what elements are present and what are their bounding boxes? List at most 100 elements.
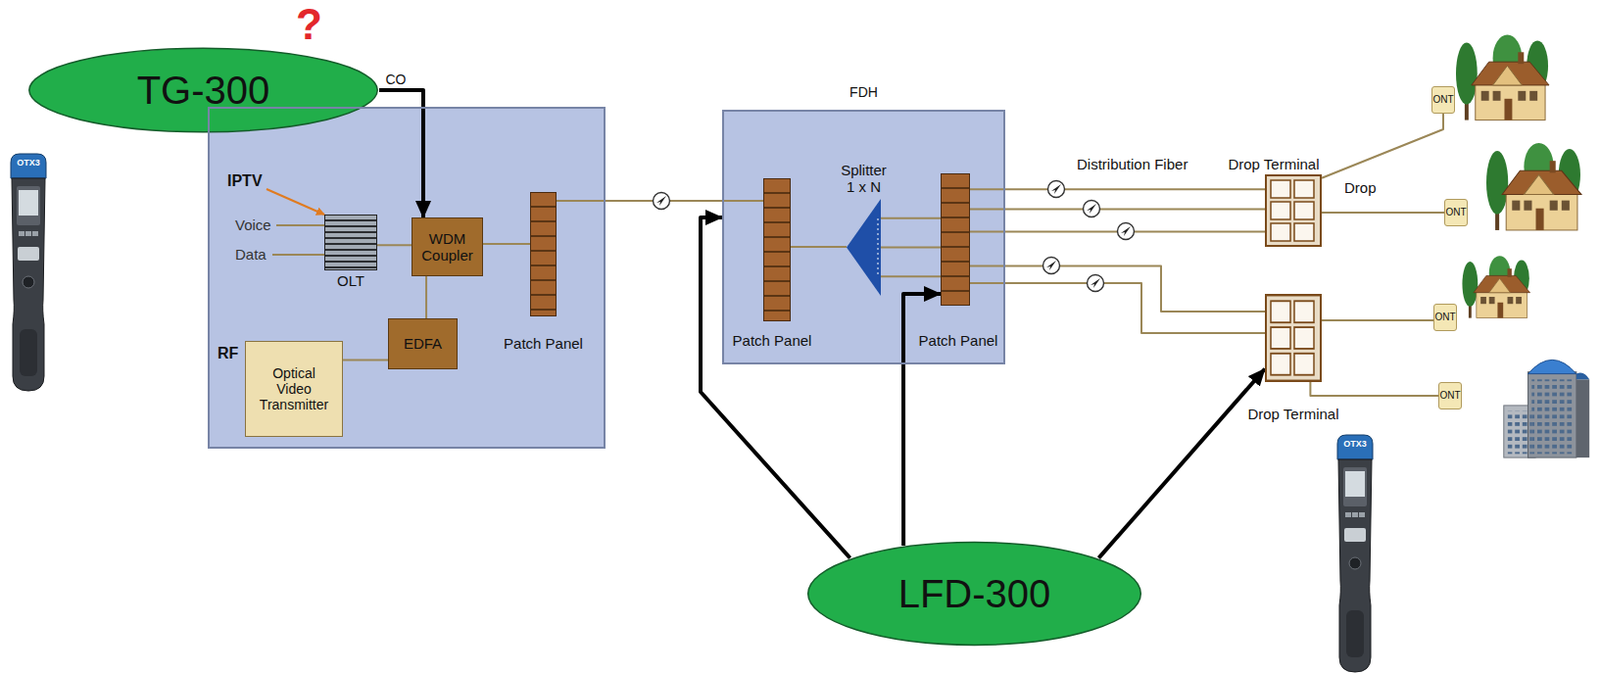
fiber-line (790, 245, 847, 248)
illustration-part (1294, 327, 1314, 349)
fiber-line (1309, 382, 1439, 396)
house-icon (1486, 143, 1582, 231)
ont-box: ONT (1431, 86, 1455, 114)
panel-fill (722, 109, 1006, 365)
node-label: EDFA (403, 335, 442, 352)
fiber-line (425, 276, 428, 319)
splitter-shape (846, 198, 881, 296)
illustration-part (1270, 327, 1291, 349)
node-label: ONT (1445, 206, 1466, 219)
iptv-arrow (266, 189, 325, 215)
fiber-line (880, 246, 941, 249)
signal-label: IPTV (227, 172, 263, 191)
handheld-tester (1337, 435, 1373, 673)
fiber-line (342, 359, 388, 362)
illustration-part (1270, 353, 1291, 376)
signal-label: Voice (235, 216, 272, 234)
drop-label: Drop (1344, 179, 1377, 196)
wdm-coupler-box: WDM Coupler (411, 217, 484, 277)
panel-fill (207, 106, 606, 449)
video-transmitter-box: Optical Video Transmitter (244, 340, 343, 437)
illustration-part (877, 218, 879, 278)
drop-terminal: Drop Terminal (1264, 293, 1322, 383)
fiber-direction-symbol (1048, 181, 1066, 198)
node-caption: Splitter 1 x N (837, 161, 891, 196)
splitter-triangle: Splitter 1 x N (846, 198, 881, 296)
signal-label: RF (217, 344, 239, 363)
handheld-tester (10, 153, 47, 391)
office-building-icon (1503, 359, 1590, 458)
test-arrow (379, 90, 424, 218)
fiber-direction-symbol (1043, 257, 1061, 275)
illustration-part (342, 90, 1445, 559)
illustration-part (1294, 300, 1314, 323)
node-label: LFD-300 (898, 571, 1052, 617)
illustration-part (1270, 180, 1291, 198)
olt-device: OLT (324, 214, 378, 271)
fiber-direction-symbol (1087, 275, 1105, 292)
signal-label: Data (235, 245, 267, 263)
illustration-part (1270, 201, 1291, 220)
illustration-part (1294, 223, 1314, 242)
fiber-line (1321, 211, 1445, 214)
illustration-part (1265, 294, 1321, 382)
fiber-line (1321, 113, 1444, 179)
node-label: ONT (1434, 311, 1455, 324)
fiber-line (1321, 319, 1434, 322)
question-mark: ? (295, 0, 323, 50)
node-label: ONT (1439, 389, 1460, 402)
ont-box: ONT (1438, 382, 1462, 410)
node-caption: Patch Panel (732, 332, 813, 349)
patch-panel: Patch Panel (763, 178, 791, 322)
voice-line (276, 224, 325, 227)
fiber-direction-symbol (653, 193, 671, 210)
illustration-part (846, 198, 881, 296)
patch-panel: Patch Panel (530, 192, 557, 317)
fiber-line (377, 243, 412, 246)
fdh-panel: FDHPatch PanelSplitter 1 x NPatch Panel (722, 109, 1006, 365)
edfa-box: EDFA (387, 318, 458, 370)
panel-fills (207, 106, 1006, 449)
terminal-grid (1264, 293, 1322, 383)
illustration-part (1294, 180, 1314, 198)
illustration-part (808, 542, 1142, 646)
node-label: Optical Video Transmitter (255, 365, 333, 413)
illustration-part (1265, 175, 1321, 246)
fiber-line (483, 242, 531, 245)
fiber-line (880, 217, 941, 220)
patch-panel: Patch Panel (940, 173, 970, 306)
fiber-label: Distribution Fiber (1076, 155, 1188, 173)
fiber-direction-symbol (1083, 200, 1101, 218)
fiber-line (969, 188, 1265, 191)
node-caption: Patch Panel (919, 332, 999, 349)
node-caption: Drop Terminal (1227, 155, 1319, 173)
illustration-part (29, 48, 378, 132)
fiber-line (969, 283, 1265, 334)
fiber-line (969, 266, 1265, 313)
fiber-direction-symbol (1117, 223, 1135, 241)
illustration-part (1270, 300, 1291, 323)
drop-terminal: Drop Terminal (1264, 174, 1322, 247)
fiber-line (880, 275, 941, 278)
node-caption: OLT (337, 272, 365, 290)
house-icon (1461, 255, 1530, 318)
node-caption: CO (386, 71, 407, 88)
illustration-part (1294, 201, 1314, 220)
node-caption: Patch Panel (503, 335, 583, 352)
illustration-part (1270, 223, 1291, 242)
node-caption: Drop Terminal (1247, 405, 1339, 423)
terminal-grid (1264, 174, 1322, 247)
ont-box: ONT (1433, 303, 1457, 332)
illustration-part (1294, 353, 1314, 376)
central-office-panel: COOLTWDM CouplerOptical Video Transmitte… (207, 106, 606, 449)
ont-box: ONT (1444, 198, 1468, 227)
test-arrow (903, 293, 941, 546)
node-label: WDM Coupler (416, 230, 479, 265)
device-logo: OTX3 (7, 157, 49, 168)
node-caption: FDH (849, 84, 878, 100)
device-logo: OTX3 (1332, 438, 1378, 449)
house-icon (1455, 34, 1550, 120)
tester-ellipse: LFD-300 (806, 540, 1143, 647)
tester-ellipse: TG-300 (27, 47, 380, 134)
